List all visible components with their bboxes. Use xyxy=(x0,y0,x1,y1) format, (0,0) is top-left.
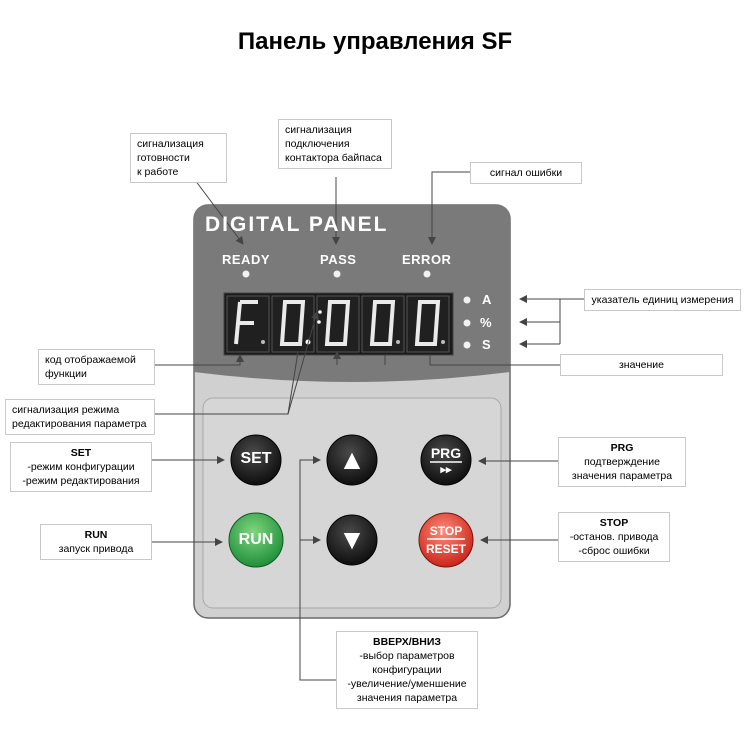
run-button-shape xyxy=(228,512,284,568)
label-units: указатель единиц измерения xyxy=(584,289,741,311)
panel-brand: DIGITAL PANEL xyxy=(205,213,389,236)
indicator-pass-label: PASS xyxy=(320,252,357,267)
panel-keypad-frame xyxy=(202,397,502,609)
up-button-shape xyxy=(326,434,378,486)
prg-button[interactable]: PRG xyxy=(430,445,462,461)
error-led xyxy=(423,270,431,278)
stop-button-shape xyxy=(418,512,474,568)
label-set: SET-режим конфигурации-режим редактирова… xyxy=(10,442,152,492)
pass-led xyxy=(333,270,341,278)
unit-led-a xyxy=(463,296,471,304)
display-digits xyxy=(226,295,450,353)
page-title: Панель управления SF xyxy=(237,28,513,55)
down-button-shape xyxy=(326,514,378,566)
indicator-ready-label: READY xyxy=(222,252,271,267)
up-button[interactable]: ▲ xyxy=(338,444,366,475)
unit-s-label: S xyxy=(482,337,491,352)
run-button[interactable]: RUN xyxy=(238,531,274,548)
set-button[interactable]: SET xyxy=(240,450,272,467)
stop-button[interactable]: STOP xyxy=(429,524,463,538)
down-button[interactable]: ▼ xyxy=(338,524,366,555)
prg-button-shape xyxy=(420,434,472,486)
label-value: значение xyxy=(560,354,723,376)
unit-led-pct xyxy=(463,319,471,327)
set-button-shape xyxy=(230,434,282,486)
unit-led-s xyxy=(463,341,471,349)
reset-button[interactable]: RESET xyxy=(425,542,466,556)
ready-led xyxy=(242,270,250,278)
unit-percent-label: % xyxy=(480,315,492,330)
unit-a-label: A xyxy=(482,292,492,307)
label-error: сигнал ошибки xyxy=(470,162,582,184)
indicator-error-label: ERROR xyxy=(402,252,452,267)
label-stop: STOP-останов. привода-сброс ошибки xyxy=(558,512,670,562)
prg-forward-icon: ▸▸ xyxy=(440,464,452,476)
